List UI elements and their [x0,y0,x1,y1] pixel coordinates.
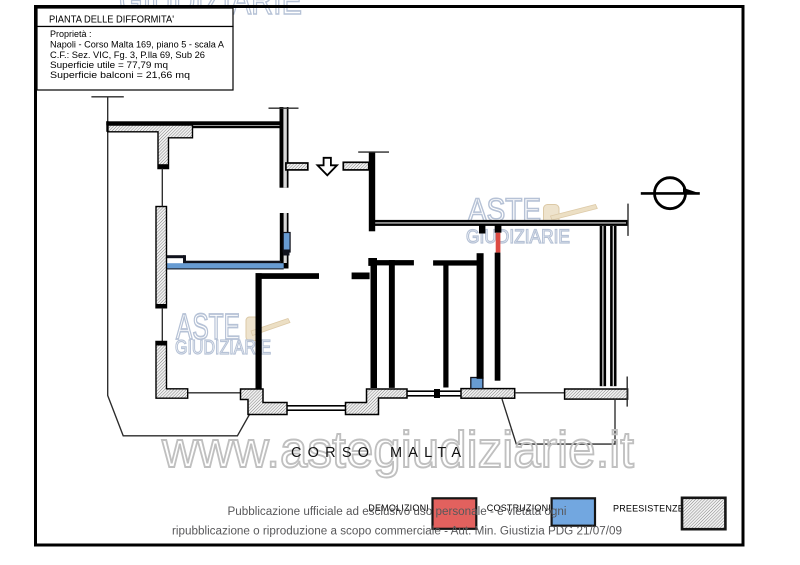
svg-text:DEMOLIZIONI: DEMOLIZIONI [368,503,429,513]
svg-text:Proprietà :: Proprietà : [50,29,92,39]
svg-text:ASTE: ASTE [176,306,240,347]
svg-text:www.astegiudiziarie.it: www.astegiudiziarie.it [161,421,634,478]
svg-text:PREESISTENZE: PREESISTENZE [613,504,684,514]
svg-text:MALTA: MALTA [390,445,467,461]
svg-text:PIANTA DELLE DIFFORMITA': PIANTA DELLE DIFFORMITA' [49,14,174,26]
svg-text:ripubblicazione o riproduzione: ripubblicazione o riproduzione a scopo c… [172,526,622,538]
svg-text:GIUDIZIARIE: GIUDIZIARIE [175,337,271,359]
svg-text:COSTRUZIONI: COSTRUZIONI [487,503,551,513]
svg-text:Superficie utile = 77,79 mq: Superficie utile = 77,79 mq [50,60,168,70]
svg-text:Superficie balconi = 21,66 mq: Superficie balconi = 21,66 mq [50,70,190,80]
svg-text:CORSO: CORSO [291,445,375,461]
svg-text:Pubblicazione ufficiale ad esc: Pubblicazione ufficiale ad esclusivo uso… [228,506,567,518]
svg-text:GIUDIZIARIE: GIUDIZIARIE [466,227,570,248]
svg-text:C.F.: Sez. VIC, Fg. 3, P.lla 6: C.F.: Sez. VIC, Fg. 3, P.lla 69, Sub 26 [50,50,205,60]
svg-text:Napoli - Corso Malta 169, pian: Napoli - Corso Malta 169, piano 5 - scal… [50,40,224,50]
